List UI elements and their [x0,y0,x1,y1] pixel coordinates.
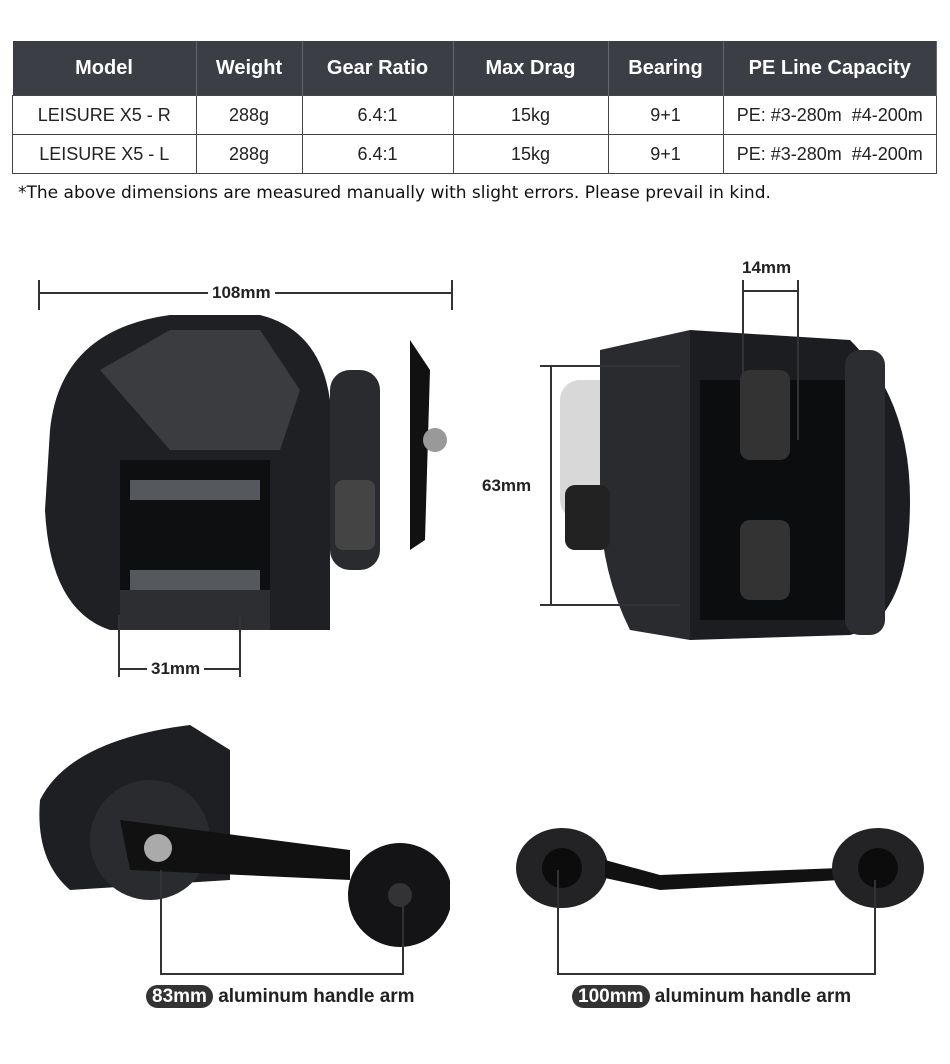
height-dimension: 63mm [478,476,536,496]
cell: LEISURE X5 - L [12,134,197,174]
caption-text: aluminum handle arm [654,986,852,1007]
cell: 6.4:1 [301,134,454,174]
width-dimension: 108mm [208,283,275,303]
cell: 9+1 [607,95,724,135]
header-weight: Weight [196,41,303,96]
cell: 15kg [452,95,609,135]
header-pe-line: PE Line Capacity [723,41,937,96]
spec-table: Model Weight Gear Ratio Max Drag Bearing… [12,41,937,174]
handle-100mm-image [516,828,924,908]
spool-dimension: 31mm [147,659,205,679]
reel-handle-83mm-image [39,725,450,947]
handle-size-badge: 83mm [146,985,213,1008]
cell: 9+1 [607,134,724,174]
cell: LEISURE X5 - R [12,95,197,135]
cell: 15kg [452,134,609,174]
caption-text: aluminum handle arm [218,986,415,1007]
header-gear-ratio: Gear Ratio [302,41,454,96]
handle-83mm-caption: 83mm aluminum handle arm [146,985,415,1008]
reel-side-image [560,330,910,640]
table-row: LEISURE X5 - R 288g 6.4:1 15kg 9+1 PE: #… [12,95,937,135]
table-row: LEISURE X5 - L 288g 6.4:1 15kg 9+1 PE: #… [12,134,937,174]
disclaimer-note: *The above dimensions are measured manua… [18,183,771,203]
cell: PE: #3-280m #4-200m [722,95,937,135]
header-max-drag: Max Drag [453,41,609,96]
handle-100mm-caption: 100mm aluminum handle arm [572,985,852,1008]
handle-size-badge: 100mm [572,985,650,1008]
cell: 288g [195,95,303,135]
cell: 288g [195,134,303,174]
depth-dimension: 14mm [738,258,796,278]
header-model: Model [12,41,197,96]
reel-front-image [45,315,447,630]
header-bearing: Bearing [608,41,724,96]
cell: PE: #3-280m #4-200m [722,134,937,174]
cell: 6.4:1 [301,95,454,135]
